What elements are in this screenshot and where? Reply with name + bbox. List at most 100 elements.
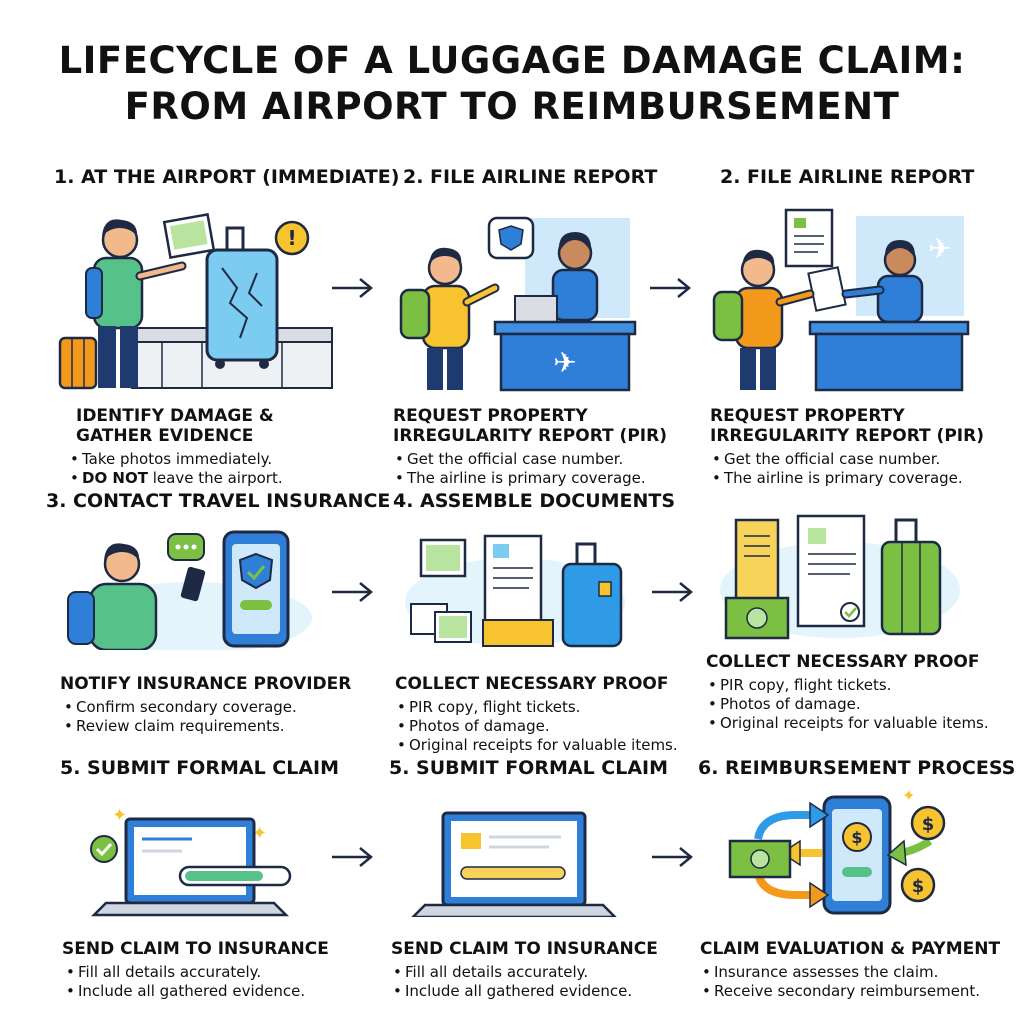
step-subheading: COLLECT NECESSARY PROOF (706, 652, 980, 672)
step-bullets: Fill all details accurately. Include all… (42, 963, 372, 1001)
title-line-2: FROM AIRPORT TO REIMBURSEMENT (124, 85, 900, 128)
svg-text:!: ! (287, 226, 296, 250)
svg-text:$: $ (912, 876, 925, 897)
step-heading: 2. FILE AIRLINE REPORT (403, 166, 658, 188)
bullet-item: Receive secondary reimbursement. (700, 982, 1024, 1001)
photos-icon (410, 538, 472, 643)
bullet-item: Fill all details accurately. (391, 963, 715, 982)
chat-bubble-icon (167, 533, 205, 561)
step-3-illustration (42, 522, 372, 650)
bullet-item: Fill all details accurately. (64, 963, 372, 982)
bullet-item: Photos of damage. (395, 717, 715, 736)
smartphone-shield-icon (222, 530, 290, 648)
green-suitcase-icon (880, 518, 942, 636)
step-6-illustration: $ $ $ ✦ (696, 789, 1024, 917)
svg-text:✦: ✦ (902, 789, 915, 805)
step-1: 1. AT THE AIRPORT (IMMEDIATE) (42, 166, 400, 488)
bullet-item: Include all gathered evidence. (64, 982, 372, 1001)
step-heading: 5. SUBMIT FORMAL CLAIM (389, 757, 669, 779)
smartphone-dollar-icon: $ (822, 795, 892, 915)
bullet-item: Photos of damage. (706, 695, 1024, 714)
traveler-phone-icon (67, 543, 206, 650)
step-subheading-line-1: REQUEST PROPERTY (710, 406, 905, 426)
step-bullets: Insurance assesses the claim. Receive se… (696, 963, 1024, 1001)
bullet-item: The airline is primary coverage. (710, 469, 1024, 488)
bullet-item: Insurance assesses the claim. (700, 963, 1024, 982)
photos-icon (162, 213, 216, 259)
bullet-item: Get the official case number. (393, 450, 715, 469)
coin-icon: $ $ ✦ (900, 789, 946, 903)
step-4b: COLLECT NECESSARY PROOF PIR copy, flight… (700, 490, 1024, 733)
progress-bar-icon (178, 865, 292, 887)
step-subheading: SEND CLAIM TO INSURANCE (62, 939, 329, 959)
bullet-item: Review claim requirements. (62, 717, 372, 736)
arrow-right-icon (332, 278, 373, 298)
bullet-item: PIR copy, flight tickets. (395, 698, 715, 717)
bullet-item: PIR copy, flight tickets. (706, 676, 1024, 695)
step-heading: 3. CONTACT TRAVEL INSURANCE (46, 490, 391, 512)
step-subheading-line-1: REQUEST PROPERTY (393, 406, 588, 426)
svg-text:$: $ (922, 814, 935, 835)
svg-text:✈: ✈ (553, 346, 576, 379)
step-subheading-line-2: IRREGULARITY REPORT (PIR) (710, 426, 984, 446)
laptop-form-icon (411, 811, 617, 917)
svg-text:✦: ✦ (252, 823, 267, 844)
step-subheading: COLLECT NECESSARY PROOF (395, 674, 669, 694)
step-5b: 5. SUBMIT FORMAL CLAIM SEND CLAIM TO INS… (385, 757, 715, 1001)
orange-suitcase-icon (58, 336, 98, 390)
step-subheading: NOTIFY INSURANCE PROVIDER (60, 674, 352, 694)
step-subheading-line-2: GATHER EVIDENCE (76, 426, 254, 446)
document-check-icon (796, 514, 866, 628)
step-3: 3. CONTACT TRAVEL INSURANCE (42, 490, 391, 736)
step-1-illustration: ! (42, 198, 372, 398)
receipt-icon (734, 518, 780, 602)
step-subheading-line-2: IRREGULARITY REPORT (PIR) (393, 426, 667, 446)
step-subheading: CLAIM EVALUATION & PAYMENT (700, 939, 1001, 959)
check-circle-icon (90, 835, 118, 863)
step-5a: 5. SUBMIT FORMAL CLAIM ✦ ✦ SE (42, 757, 372, 1001)
svg-text:✈: ✈ (928, 232, 951, 265)
airline-agent-icon (551, 232, 599, 322)
bullet-item: Get the official case number. (710, 450, 1024, 469)
shield-bubble-icon (487, 216, 535, 260)
cash-icon (728, 839, 792, 879)
step-bullets: PIR copy, flight tickets. Photos of dama… (385, 698, 715, 755)
step-bullets: Take photos immediately. DO NOT leave th… (42, 450, 372, 488)
step-4a: 4. ASSEMBLE DOCUMENTS (385, 490, 715, 755)
arrow-right-icon (650, 278, 691, 298)
airline-desk-icon: ✈ (493, 320, 637, 392)
bullet-item: Take photos immediately. (68, 450, 372, 469)
step-heading: 5. SUBMIT FORMAL CLAIM (60, 757, 340, 779)
step-6: 6. REIMBURSEMENT PROCESS $ (696, 757, 1024, 1001)
laptop-icon (514, 295, 558, 325)
step-5a-illustration: ✦ ✦ (42, 789, 372, 917)
arrow-right-icon (332, 847, 373, 867)
step-heading: 1. AT THE AIRPORT (IMMEDIATE) (54, 166, 400, 188)
traveler-backpack-icon (399, 247, 500, 390)
step-bullets: Confirm secondary coverage. Review claim… (42, 698, 372, 736)
step-bullets: Get the official case number. The airlin… (385, 450, 715, 488)
bullet-item: Original receipts for valuable items. (395, 736, 715, 755)
bullet-item: DO NOT leave the airport. (68, 469, 372, 488)
cracked-suitcase-icon (205, 226, 279, 369)
bullet-item: The airline is primary coverage. (393, 469, 715, 488)
svg-text:✦: ✦ (112, 805, 127, 826)
step-2a: 2. FILE AIRLINE REPORT ✈ (385, 166, 715, 488)
step-bullets: PIR copy, flight tickets. Photos of dama… (700, 676, 1024, 733)
page-title: LIFECYCLE OF A LUGGAGE DAMAGE CLAIM: FRO… (0, 38, 1024, 130)
blue-suitcase-icon (561, 542, 623, 648)
bullet-item: Confirm secondary coverage. (62, 698, 372, 717)
report-document-icon (784, 208, 847, 312)
bullet-item: Original receipts for valuable items. (706, 714, 1024, 733)
cash-icon (724, 596, 790, 640)
arrow-right-icon (332, 582, 373, 602)
document-icon (482, 534, 554, 647)
step-2b: 2. FILE AIRLINE REPORT ✈ (700, 166, 1024, 488)
traveler-backpack-icon (712, 249, 815, 390)
svg-text:$: $ (851, 828, 862, 847)
step-2b-illustration: ✈ (700, 198, 1024, 398)
step-heading: 4. ASSEMBLE DOCUMENTS (393, 490, 676, 512)
step-subheading-line-1: IDENTIFY DAMAGE & (76, 406, 274, 426)
step-2a-illustration: ✈ (385, 198, 715, 398)
sparkle-icon: ✦ ✦ (112, 805, 267, 844)
